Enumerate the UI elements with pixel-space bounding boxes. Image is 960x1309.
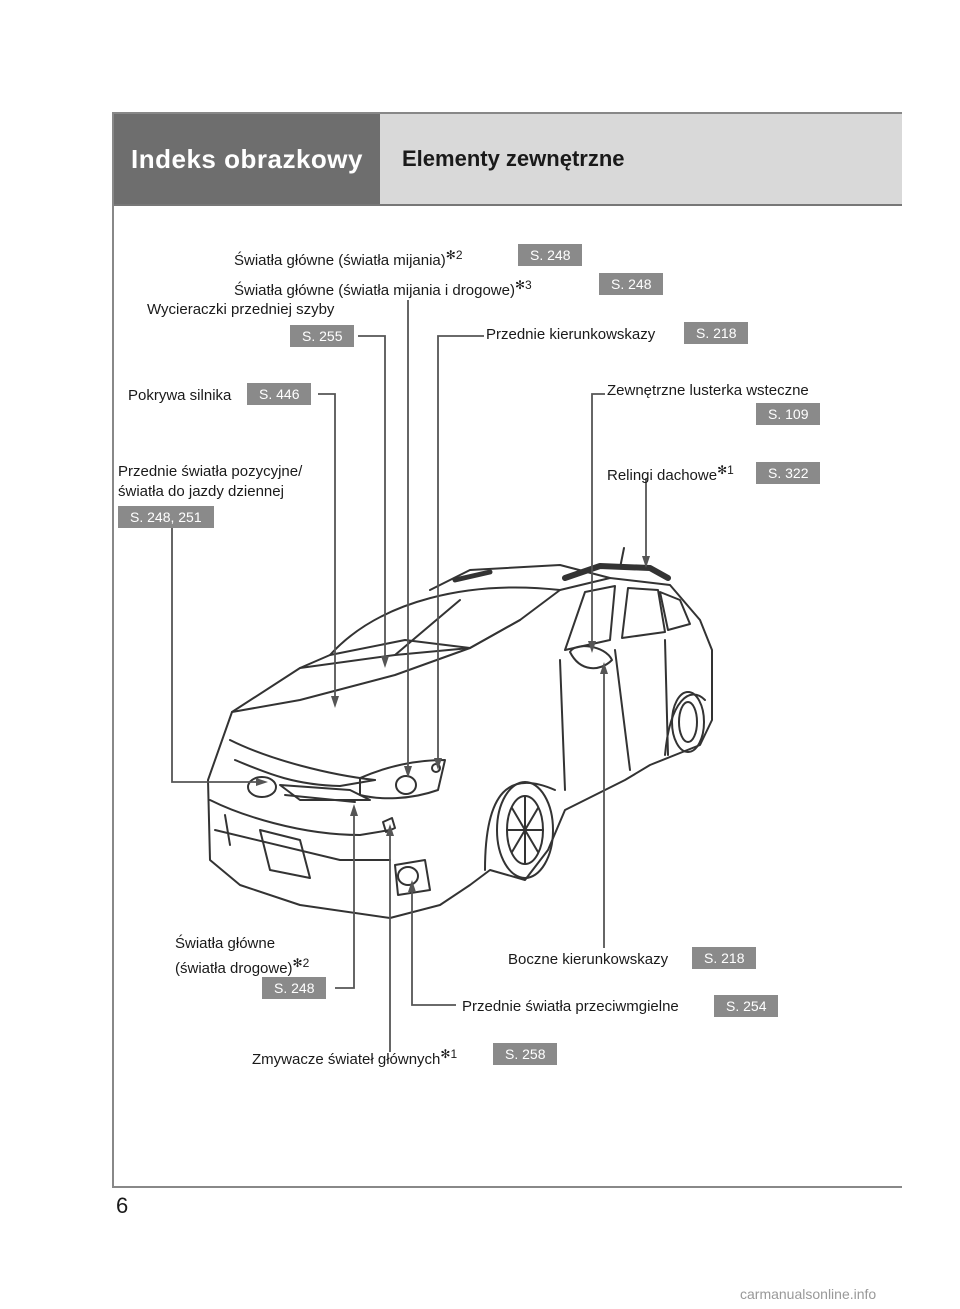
fog-lights-page-badge[interactable]: S. 254 xyxy=(714,995,779,1017)
hood-page-badge[interactable]: S. 446 xyxy=(247,383,312,405)
roof-rails-page-badge[interactable]: S. 322 xyxy=(756,462,821,484)
headlight-cleaners-label: Zmywacze świateł głównych✻1 xyxy=(252,1047,458,1068)
high-beam-label-line2: (światła drogowe)✻2 xyxy=(175,956,310,977)
fog-lights-label: Przednie światła przeciwmgielne xyxy=(462,998,679,1015)
low-beam-page-badge[interactable]: S. 248 xyxy=(518,244,583,266)
headlight-cleaners-page-badge[interactable]: S. 258 xyxy=(493,1043,558,1065)
high-beam-page-badge[interactable]: S. 248 xyxy=(262,977,327,999)
mirrors-label: Zewnętrzne lusterka wsteczne xyxy=(607,382,809,399)
section-title: Indeks obrazkowy xyxy=(114,114,380,204)
roof-rails-label: Relingi dachowe✻1 xyxy=(607,463,734,484)
position-lights-page-badge[interactable]: S. 248, 251 xyxy=(118,506,214,528)
frame-left-rule xyxy=(112,112,114,1188)
frame-bottom-rule xyxy=(112,1186,902,1188)
position-lights-label-line2: światła do jazdy dziennej xyxy=(118,483,284,500)
low-beam-label: Światła główne (światła mijania)✻2 xyxy=(234,248,463,269)
low-high-beam-label: Światła główne (światła mijania i drogow… xyxy=(234,278,532,299)
leader-arrowheads xyxy=(256,556,650,892)
page-number: 6 xyxy=(116,1193,129,1218)
watermark: carmanualsonline.info xyxy=(740,1286,877,1302)
low-high-beam-page-badge[interactable]: S. 248 xyxy=(599,273,664,295)
page-title: Elementy zewnętrzne xyxy=(380,114,902,204)
wipers-label: Wycieraczki przedniej szyby xyxy=(147,301,335,318)
front-turn-page-badge[interactable]: S. 218 xyxy=(684,322,749,344)
hood-label: Pokrywa silnika xyxy=(128,387,232,404)
position-lights-label-line1: Przednie światła pozycyjne/ xyxy=(118,463,303,480)
frame-top-rule xyxy=(112,112,902,114)
side-turn-page-badge[interactable]: S. 218 xyxy=(692,947,757,969)
side-turn-label: Boczne kierunkowskazy xyxy=(508,951,669,968)
wipers-page-badge[interactable]: S. 255 xyxy=(290,325,355,347)
front-turn-label: Przednie kierunkowskazy xyxy=(486,326,656,343)
leader-lines xyxy=(171,300,647,1052)
mirrors-page-badge[interactable]: S. 109 xyxy=(756,403,821,425)
header-divider xyxy=(114,204,902,206)
high-beam-label-line1: Światła główne xyxy=(175,935,276,952)
car-drawing xyxy=(207,547,713,919)
